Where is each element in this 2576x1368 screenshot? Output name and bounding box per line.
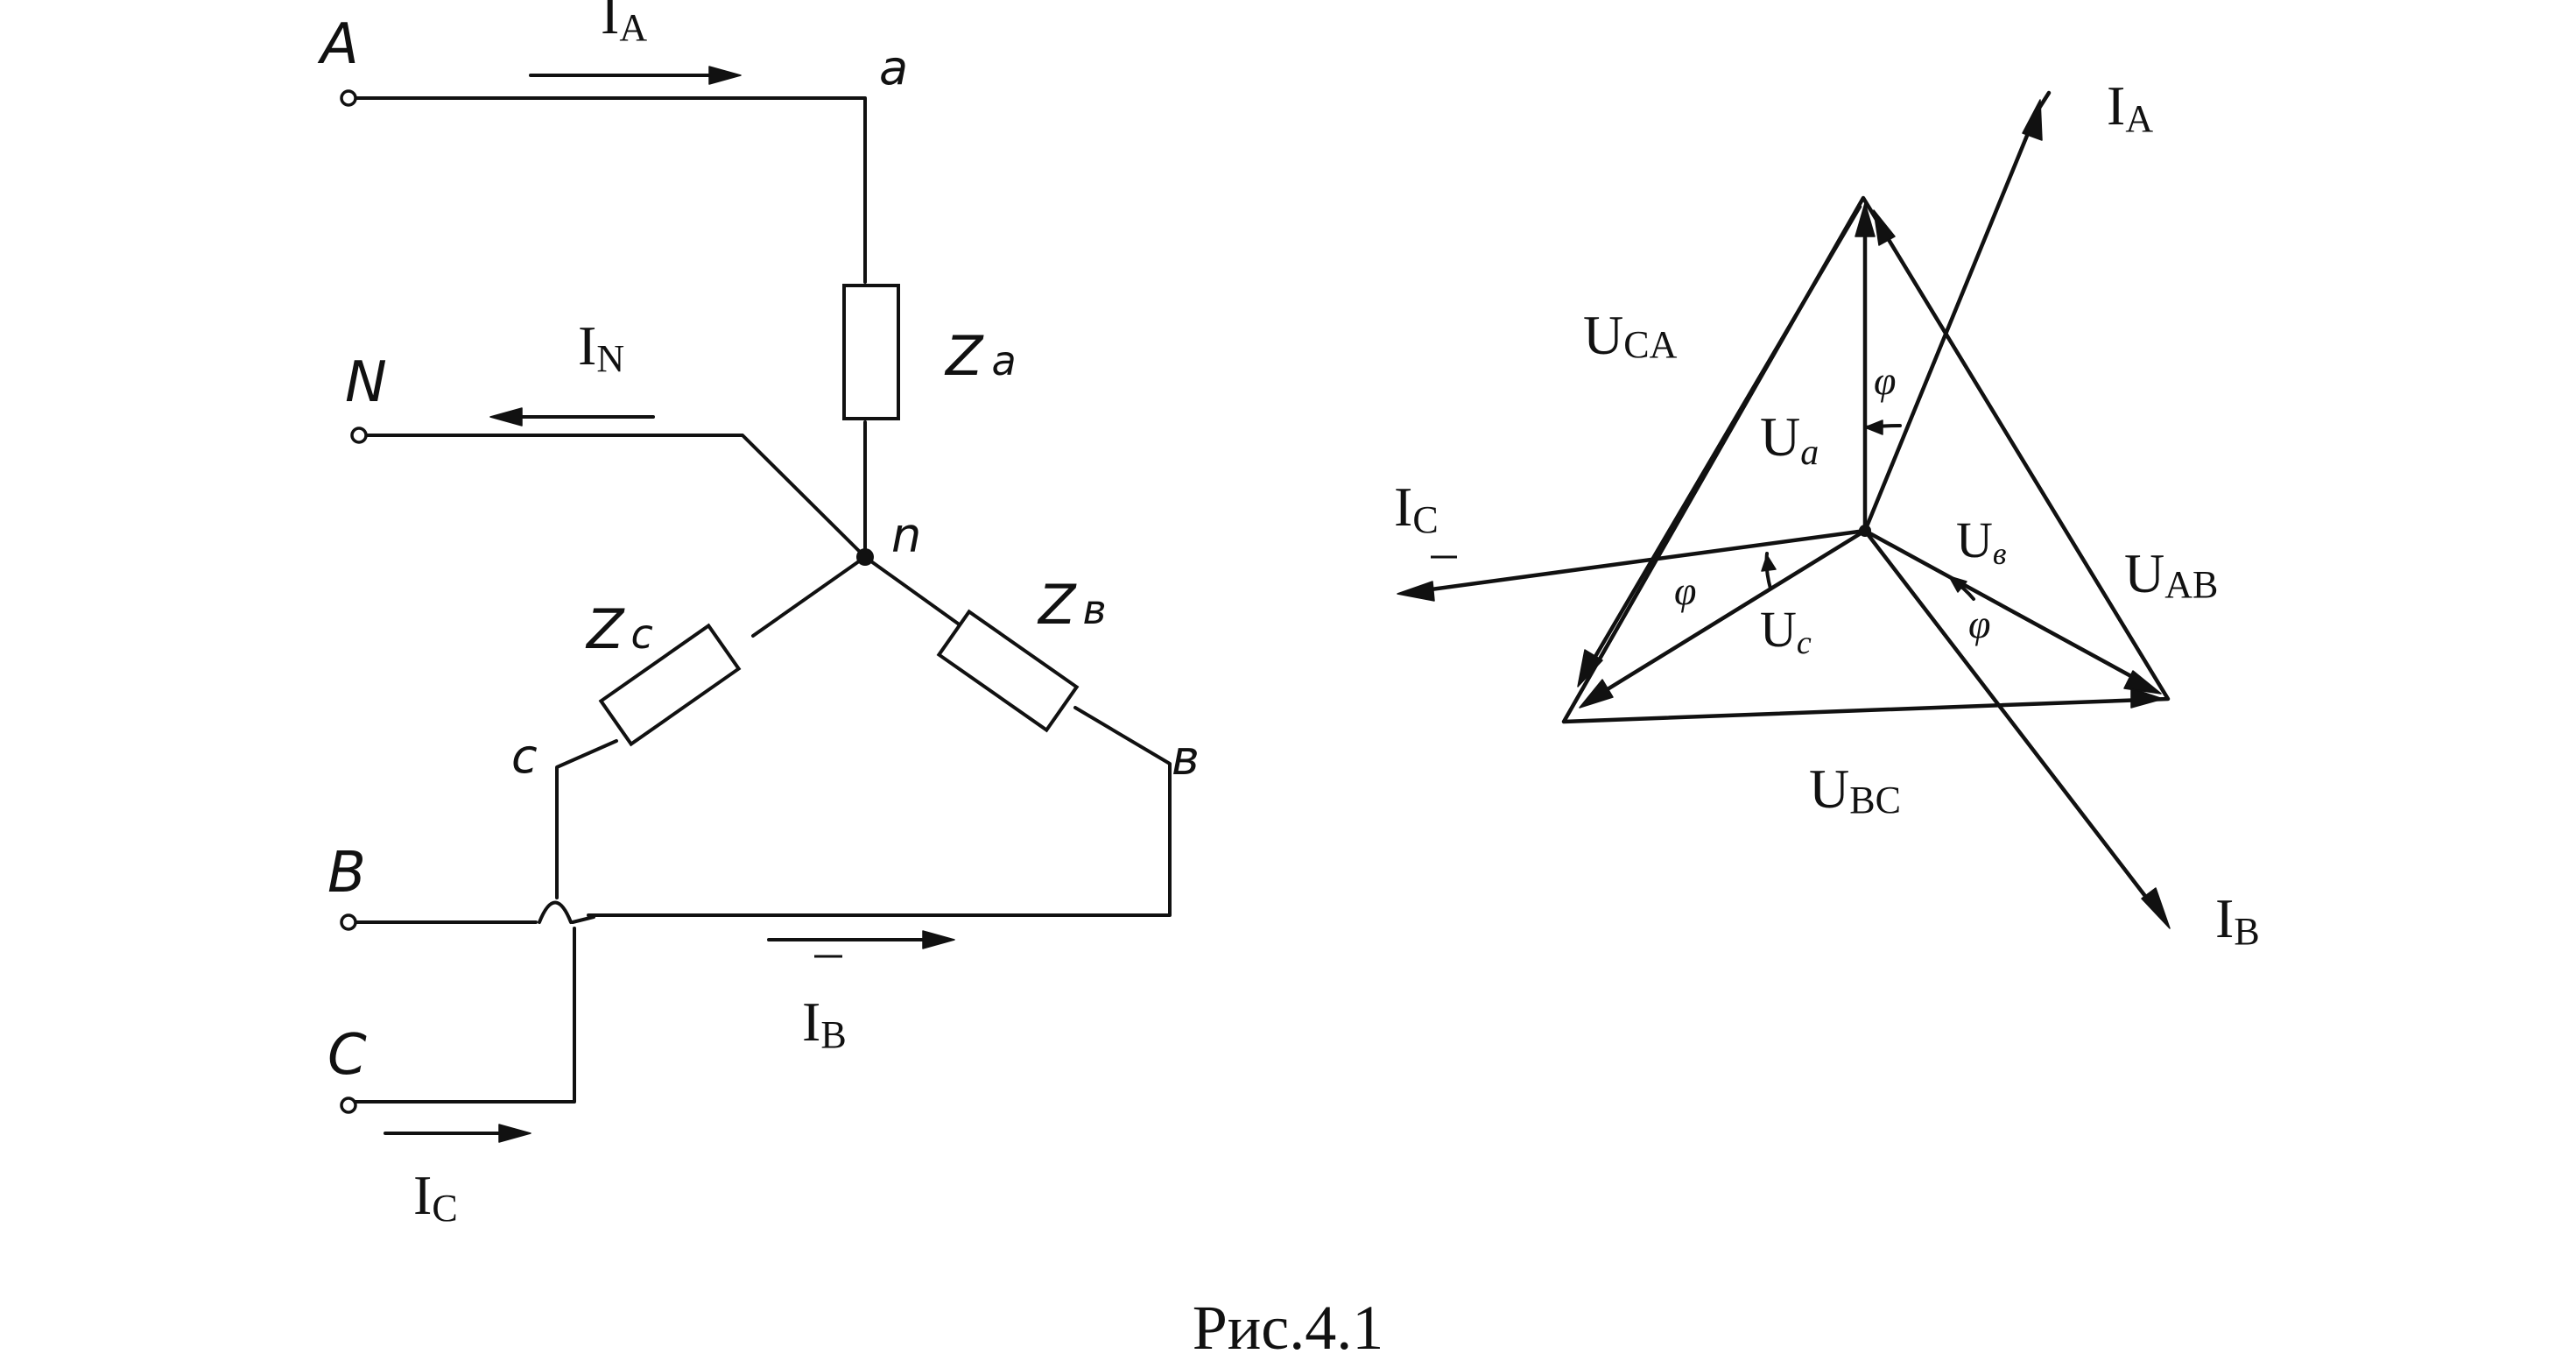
angle-arc-b bbox=[1948, 575, 1975, 601]
label-IC: IC bbox=[413, 1164, 458, 1230]
label-phasor-IC: IC bbox=[1394, 476, 1439, 541]
phasor-UCA bbox=[1577, 204, 1862, 688]
impedance-zc bbox=[598, 623, 742, 747]
label-terminal-A: A bbox=[317, 12, 359, 77]
terminal-C bbox=[340, 1097, 357, 1114]
label-Ua: Ua bbox=[1760, 405, 1819, 473]
wire-a bbox=[354, 96, 867, 284]
phasor-IA bbox=[1862, 90, 2052, 533]
label-IN: IN bbox=[578, 314, 624, 380]
label-phi-c: φ bbox=[1674, 568, 1696, 613]
wire-b bbox=[352, 915, 595, 924]
label-phi-b: φ bbox=[1968, 602, 1990, 646]
arrow-IC bbox=[384, 1124, 531, 1143]
label-phi-a: φ bbox=[1874, 358, 1896, 403]
label-UAB: UAB bbox=[2124, 542, 2218, 606]
wire-c bbox=[352, 927, 576, 1104]
phasor-Ua bbox=[1855, 202, 1876, 533]
phasor-Ub bbox=[1862, 528, 2162, 695]
angle-arc-c bbox=[1761, 552, 1777, 590]
label-terminal-B: B bbox=[327, 841, 366, 906]
phasor-IC bbox=[1397, 528, 1868, 602]
label-IA: IA bbox=[601, 0, 647, 49]
phasor-diagram: φ φ φ UCA UAB UBC Ua Uв Uc IA IB IC bbox=[1394, 74, 2260, 953]
phasor-Uc bbox=[1579, 528, 1868, 709]
label-node-n: n bbox=[891, 508, 921, 563]
terminal-N bbox=[350, 427, 368, 444]
phasor-IB bbox=[1862, 528, 2171, 929]
impedance-zb bbox=[936, 609, 1080, 733]
label-Ub: Uв bbox=[1956, 511, 2007, 571]
phasor-triangle bbox=[1561, 195, 2171, 724]
arrow-IA bbox=[529, 66, 742, 85]
label-UCA: UCA bbox=[1583, 304, 1678, 366]
figure-caption: Рис.4.1 bbox=[1193, 1293, 1384, 1363]
label-node-b: в bbox=[1172, 730, 1200, 786]
label-Uc: Uc bbox=[1760, 601, 1812, 661]
wire-zb-to-b bbox=[587, 706, 1172, 917]
neutral-node-n bbox=[856, 548, 874, 566]
label-node-a: a bbox=[879, 40, 908, 95]
angle-arc-a bbox=[1863, 420, 1902, 435]
arrow-IB bbox=[767, 930, 955, 949]
label-phasor-IB: IB bbox=[2215, 887, 2260, 953]
label-phasor-IA: IA bbox=[2107, 74, 2153, 140]
label-node-c: c bbox=[511, 729, 538, 784]
label-terminal-N: N bbox=[345, 350, 387, 415]
phasor-UAB bbox=[1873, 209, 1896, 246]
arrow-IN bbox=[489, 407, 655, 427]
wire-n-to-zb bbox=[863, 555, 972, 634]
label-terminal-C: C bbox=[327, 1023, 367, 1088]
label-IB: IB bbox=[802, 991, 847, 1056]
wire-crossover-hop bbox=[538, 900, 573, 924]
terminal-B bbox=[340, 913, 357, 931]
impedance-za bbox=[842, 284, 900, 420]
wire-zc-to-c bbox=[555, 739, 618, 899]
wire-neutral bbox=[362, 434, 867, 559]
phasor-UBC bbox=[2130, 688, 2164, 709]
label-UBC: UBC bbox=[1809, 758, 1901, 822]
terminal-A bbox=[340, 89, 357, 107]
wire-n-to-zc bbox=[751, 555, 867, 638]
phasor-star-point bbox=[1859, 525, 1871, 537]
